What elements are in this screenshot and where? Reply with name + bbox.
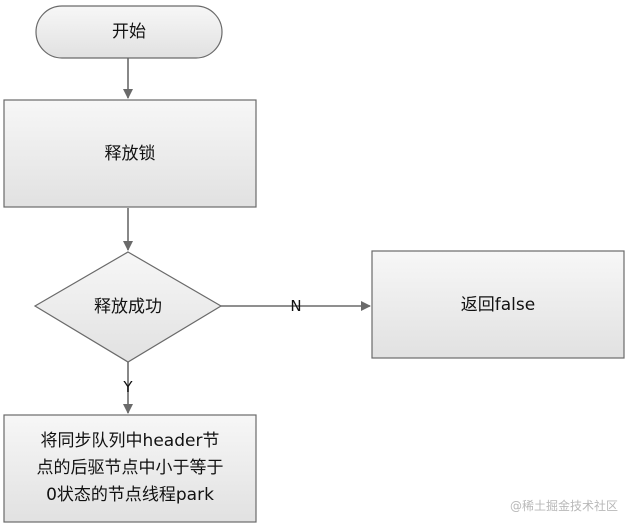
park-process-line-1: 将同步队列中header节 [41, 431, 220, 451]
park-process-line-3: 0状态的节点线程park [46, 485, 214, 505]
start-node [35, 5, 223, 59]
return-false-node [371, 250, 625, 359]
release-lock-label: 释放锁 [105, 144, 156, 164]
release-success-label: 释放成功 [94, 297, 162, 317]
park-process-line-2: 点的后驱节点中小于等于 [37, 458, 224, 478]
park-process-node [3, 414, 257, 523]
edge-label-yes: Y [122, 378, 133, 396]
return-false-label: 返回false [461, 295, 535, 315]
edge-label-no: N [290, 297, 301, 315]
start-label: 开始 [112, 22, 146, 42]
release-success-decision [33, 251, 223, 363]
watermark: @稀土掘金技术社区 [509, 499, 618, 513]
release-lock-node [3, 99, 257, 208]
